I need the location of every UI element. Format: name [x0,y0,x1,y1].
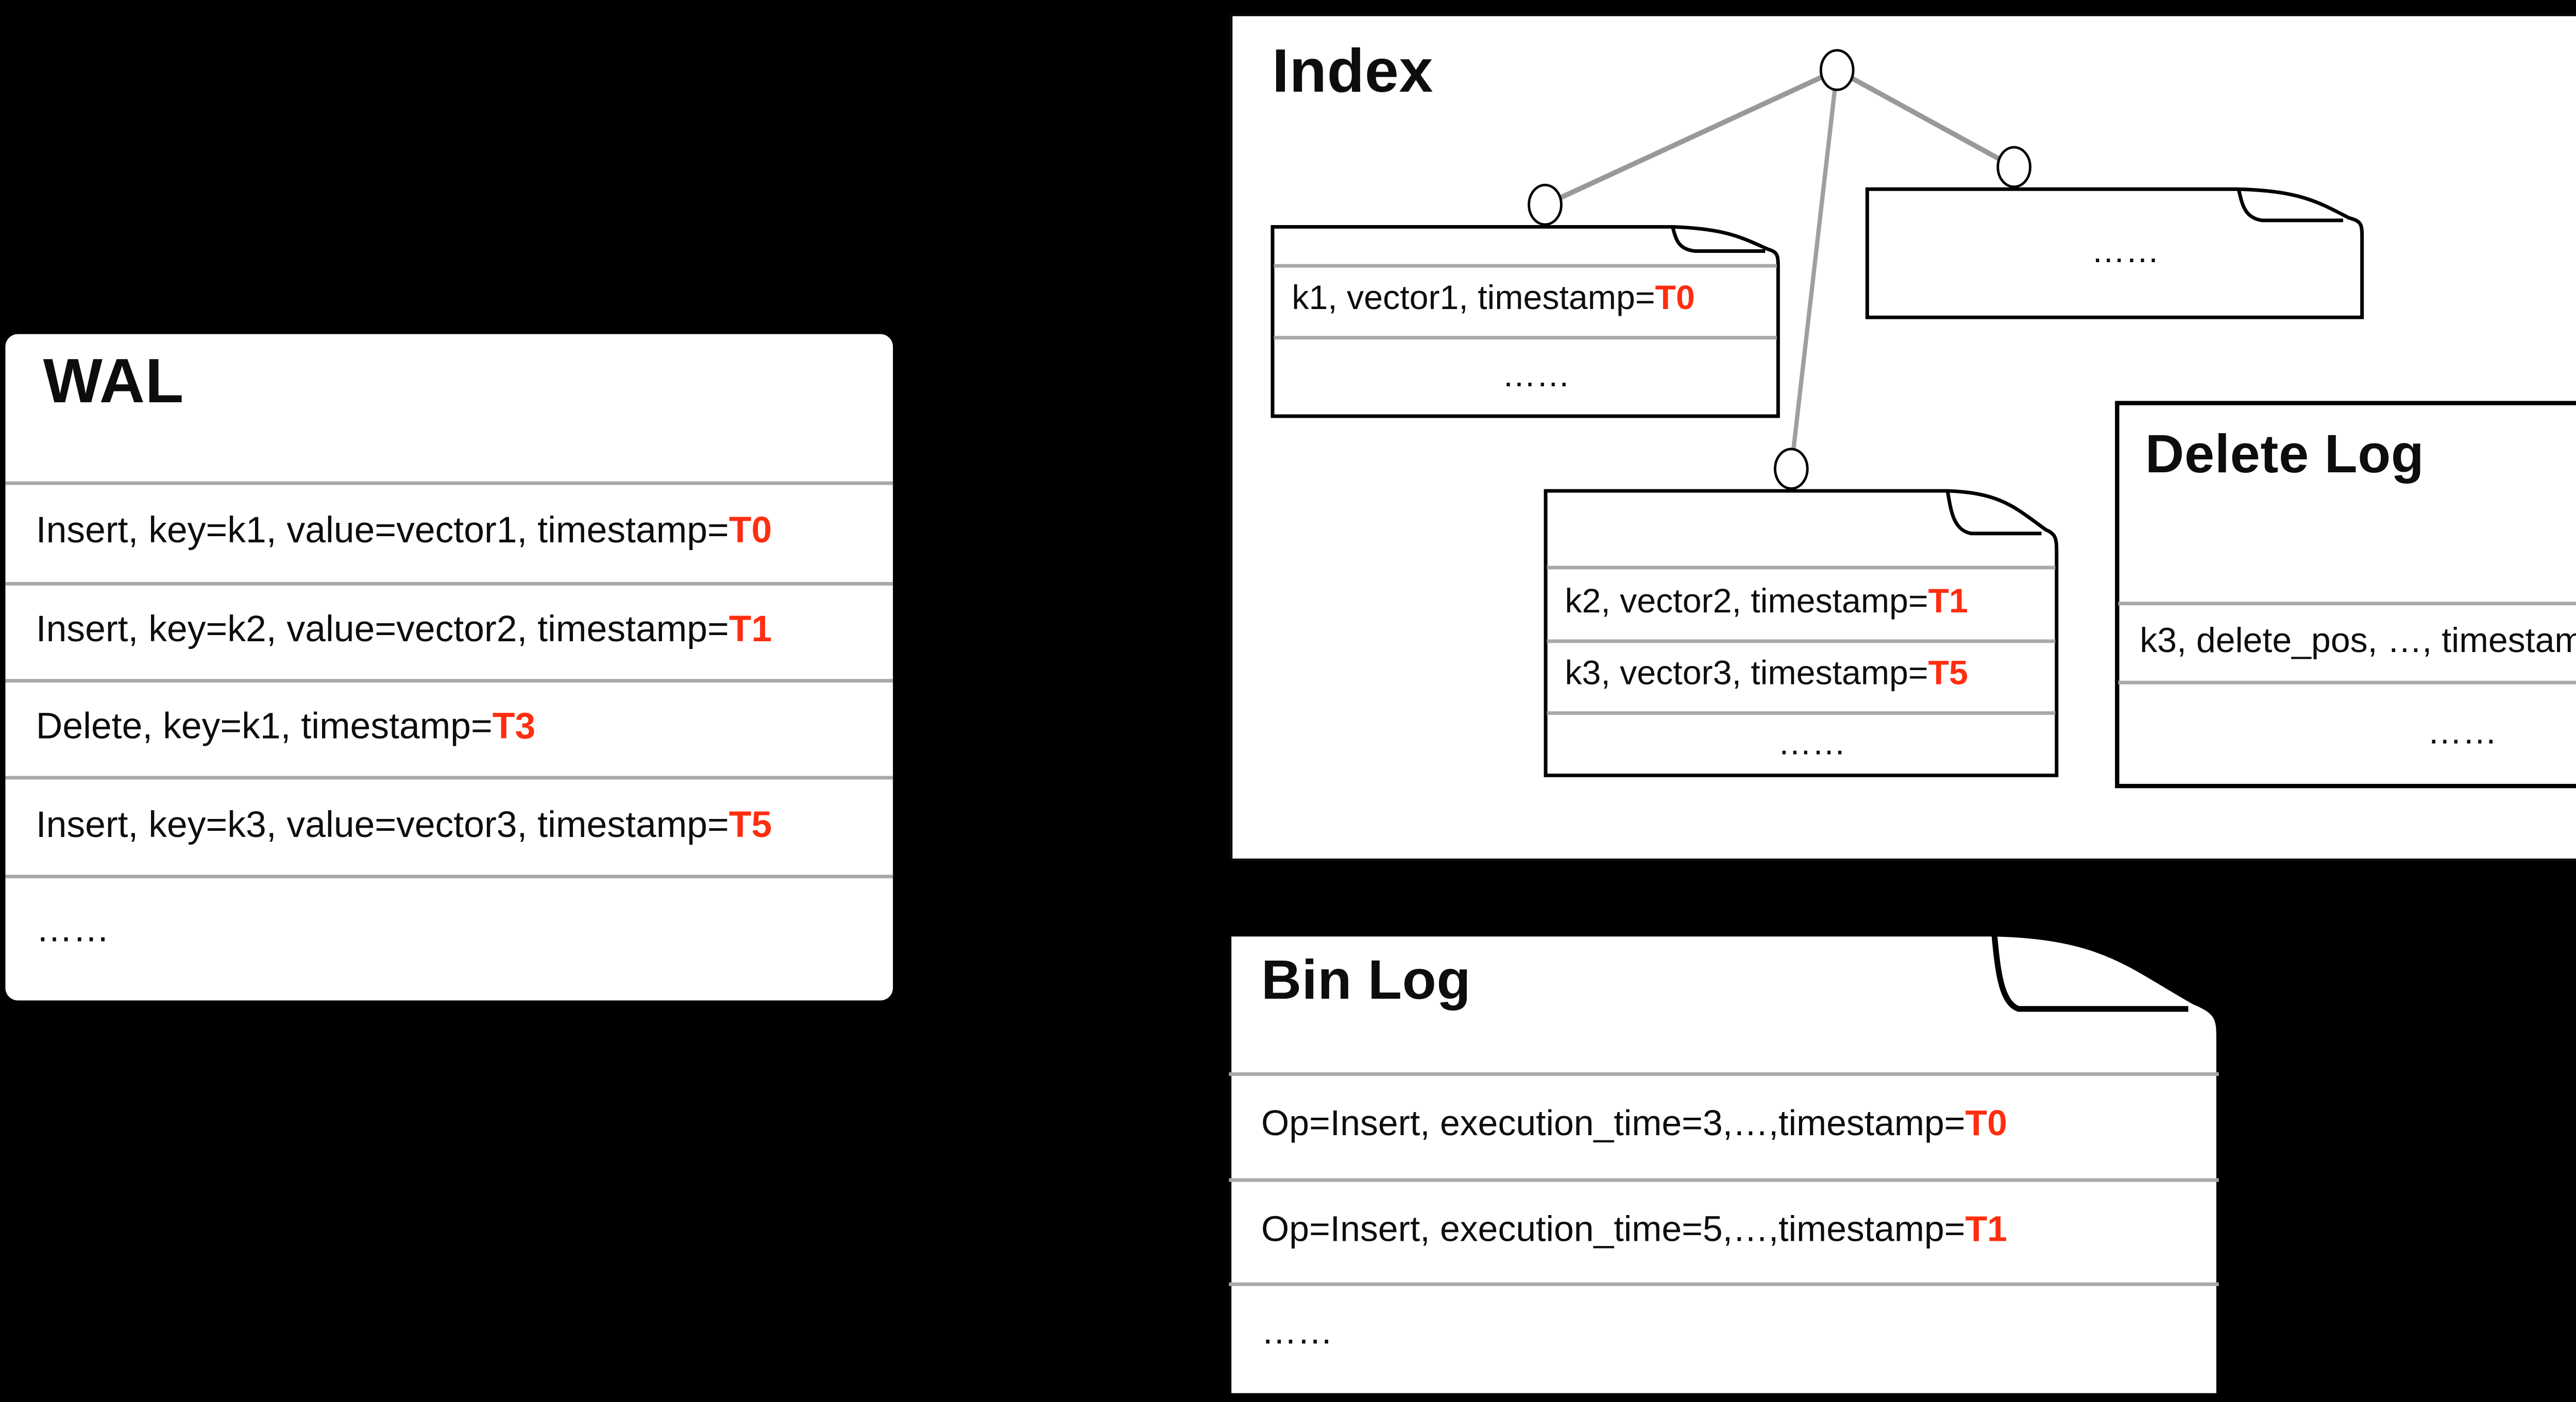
segment-row-text: k2, vector2, timestamp= [1565,583,1928,621]
timestamp-value: T0 [1965,1104,2007,1144]
bin-log-row-text: Op=Insert, execution_time=3,…,timestamp= [1261,1104,1965,1144]
index-panel: Index k1, vector1, timestamp=T0 …… [1230,14,2576,861]
segment-row: k2, vector2, timestamp=T1 [1544,566,2059,639]
segment-row-text: k1, vector1, timestamp= [1292,280,1655,318]
tree-node-bottom [1773,448,1809,490]
tree-node-left [1528,183,1563,226]
row-divider [1547,566,2056,569]
row-divider [2118,602,2576,605]
delete-log-title: Delete Log [2145,425,2425,485]
folded-corner [2236,189,2344,223]
ellipsis-row: …… [1544,711,2059,778]
row-divider [5,875,893,878]
timestamp-value: T0 [1655,280,1695,318]
wal-panel: WAL Insert, key=k1, value=vector1, times… [5,334,893,1001]
bin-log-title: Bin Log [1261,948,1471,1012]
row-divider [1229,1282,2219,1286]
wal-row: Insert, key=k3, value=vector3, timestamp… [5,776,893,875]
bin-log-row: Op=Insert, execution_time=5,…,timestamp=… [1225,1178,2222,1283]
file-card-outline [2115,401,2576,789]
wal-row: Insert, key=k1, value=vector1, timestamp… [5,482,893,582]
folded-corner [1991,933,2189,1012]
timestamp-value: T1 [728,609,772,651]
file-card-outline [1225,931,2223,1399]
timestamp-value: T5 [1928,655,1968,694]
row-divider [1547,711,2056,714]
ellipsis-row: …… [1225,1283,2222,1383]
ellipsis-text: …… [36,909,110,950]
segment-row: k3, vector3, timestamp=T5 [1544,639,2059,711]
row-divider [1229,1178,2219,1181]
delete-log-card: Delete Log k3, delete_pos, …, timestamp=… [2114,401,2576,789]
index-segment-file-k1: k1, vector1, timestamp=T0 …… [1270,225,1780,419]
ellipsis-text: …… [1502,357,1570,396]
row-divider [2118,680,2576,683]
timestamp-value: T1 [1965,1209,2007,1250]
wal-row-text: Delete, key=k1, timestamp= [36,706,493,747]
row-divider [1274,264,1777,267]
index-segment-file-more: …… [1865,187,2364,320]
page-outline [2115,401,2576,789]
folded-corner [1945,490,2042,536]
tree-edge [1836,67,2015,169]
index-title: Index [1272,38,1434,106]
wal-row: Insert, key=k2, value=vector2, timestamp… [5,582,893,679]
page-outline [1544,489,2059,777]
tree-node-root [1819,49,1855,91]
tree-edge [1544,67,1838,207]
wal-row-text: Insert, key=k1, value=vector1, timestamp… [36,510,729,552]
ellipsis-row: …… [1270,336,1780,418]
file-card-outline [1544,489,2059,777]
folded-corner [1671,226,1766,253]
row-divider [5,481,893,484]
row-divider [1274,336,1777,339]
bin-log-row: Op=Insert, execution_time=3,…,timestamp=… [1225,1072,2222,1178]
segment-row: k1, vector1, timestamp=T0 [1270,264,1780,336]
ellipsis-row: …… [5,875,893,986]
ellipsis-text: …… [1261,1312,1333,1352]
tree-node-right [1996,146,2032,189]
segment-row-text: k3, vector3, timestamp= [1565,655,1928,694]
ellipsis-text: …… [1777,725,1846,763]
row-divider [1547,639,2056,642]
row-divider [5,679,893,682]
tree-edge [1789,70,1839,469]
ellipsis-text: …… [2427,712,2498,752]
page-outline [1865,187,2364,319]
delete-log-row-text: k3, delete_pos, …, timestamp= [2140,620,2576,660]
page-outline [1225,931,2223,1399]
timestamp-value: T0 [728,510,772,552]
timestamp-value: T1 [1928,583,1968,621]
page-outline [1270,225,1780,418]
file-card-outline [1865,187,2364,319]
bin-log-row-text: Op=Insert, execution_time=5,…,timestamp= [1261,1209,1965,1250]
wal-title: WAL [43,347,184,417]
row-divider [1229,1072,2219,1075]
wal-row: Delete, key=k1, timestamp=T3 [5,679,893,776]
wal-row-text: Insert, key=k3, value=vector3, timestamp… [36,803,729,845]
ellipsis-row: …… [2114,681,2576,785]
timestamp-value: T3 [492,706,536,747]
wal-row-text: Insert, key=k2, value=vector2, timestamp… [36,609,729,651]
row-divider [5,776,893,779]
index-tree [1528,49,2032,490]
index-segment-file-k2-k3: k2, vector2, timestamp=T1 k3, vector3, t… [1544,489,2059,778]
ellipsis-row: …… [1865,187,2364,320]
row-divider [5,582,893,585]
ellipsis-text: …… [2091,233,2160,271]
delete-log-row: k3, delete_pos, …, timestamp=T3 [2114,602,2576,680]
bin-log-card: Bin Log Op=Insert, execution_time=3,…,ti… [1225,930,2223,1399]
timestamp-value: T5 [728,803,772,845]
file-card-outline [1270,225,1780,418]
